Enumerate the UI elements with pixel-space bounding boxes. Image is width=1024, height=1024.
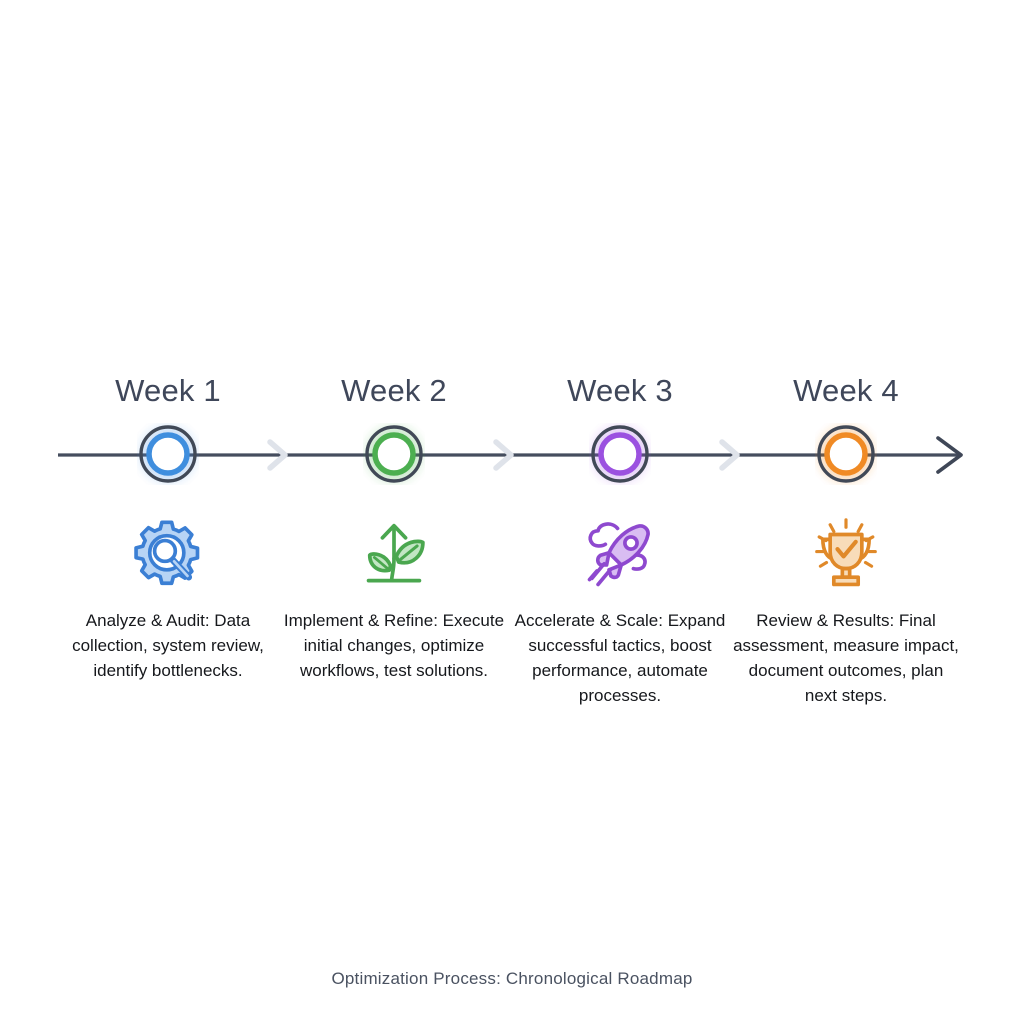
step-title-week-3: Week 3 bbox=[567, 373, 673, 408]
step-icon-wrap-week-2 bbox=[352, 512, 436, 596]
node-circle-week-3 bbox=[591, 425, 649, 483]
step-title-week-2: Week 2 bbox=[341, 373, 447, 408]
step-title-week-4: Week 4 bbox=[793, 373, 899, 408]
node-circle-week-4 bbox=[817, 425, 875, 483]
step-node-week-3[interactable] bbox=[589, 423, 651, 485]
step-node-week-2[interactable] bbox=[363, 423, 425, 485]
step-icon-wrap-week-1 bbox=[126, 512, 210, 596]
step-description-week-2: Implement & Refine: Execute initial chan… bbox=[283, 611, 505, 680]
rocket-icon bbox=[587, 522, 650, 587]
step-description-week-3: Accelerate & Scale: Expand successful ta… bbox=[514, 611, 726, 705]
trophy-check-icon bbox=[815, 518, 877, 587]
step-node-week-1[interactable] bbox=[137, 423, 199, 485]
node-circle-week-2 bbox=[365, 425, 423, 483]
growing-plant-icon bbox=[366, 523, 425, 583]
step-title-week-1: Week 1 bbox=[115, 373, 221, 408]
step-node-week-4[interactable] bbox=[815, 423, 877, 485]
node-circle-week-1 bbox=[139, 425, 197, 483]
step-icon-wrap-week-4 bbox=[804, 512, 888, 596]
step-description-week-1: Analyze & Audit: Data collection, system… bbox=[72, 611, 264, 680]
gear-magnifier-icon bbox=[134, 520, 200, 586]
footer-caption: Optimization Process: Chronological Road… bbox=[331, 969, 693, 988]
step-description-week-4: Review & Results: Final assessment, meas… bbox=[733, 611, 959, 705]
step-icon-wrap-week-3 bbox=[578, 512, 662, 596]
